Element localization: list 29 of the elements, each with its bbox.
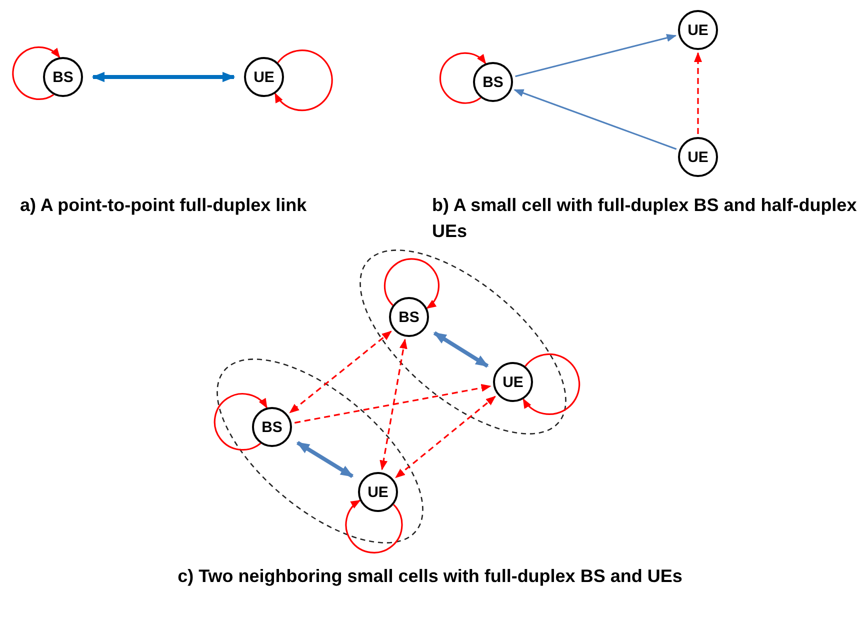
self-loop-arrow [274,50,333,112]
self-loop-arrow [345,500,403,554]
node-circle: BS [252,407,292,447]
double-arrow [92,72,236,82]
self-loop-arrow [12,46,60,100]
double-arrow [296,440,354,478]
node-circle: BS [389,297,429,337]
arrow [294,384,492,424]
double-arrow [289,330,392,414]
self-loop-arrow [439,52,486,104]
double-arrow [433,331,489,368]
arrow [515,34,677,78]
node-circle: BS [473,62,513,102]
double-arrow [395,396,496,478]
node-circle: UE [678,137,718,177]
node-circle: UE [678,10,718,50]
node-circle: UE [358,472,398,512]
double-arrow [380,338,408,470]
self-loop-arrow [522,353,580,415]
caption: a) A point-to-point full-duplex link [20,194,308,217]
arrow [694,52,702,134]
arrow [514,89,677,150]
caption: b) A small cell with full-duplex BS and half-duplex UEs [432,194,858,243]
node-circle: BS [43,57,83,97]
node-circle: UE [244,57,284,97]
self-loop-arrow [384,258,440,309]
caption: c) Two neighboring small cells with full-duplex BS and UEs [176,565,684,588]
self-loop-arrow [214,393,268,451]
node-circle: UE [493,362,533,402]
